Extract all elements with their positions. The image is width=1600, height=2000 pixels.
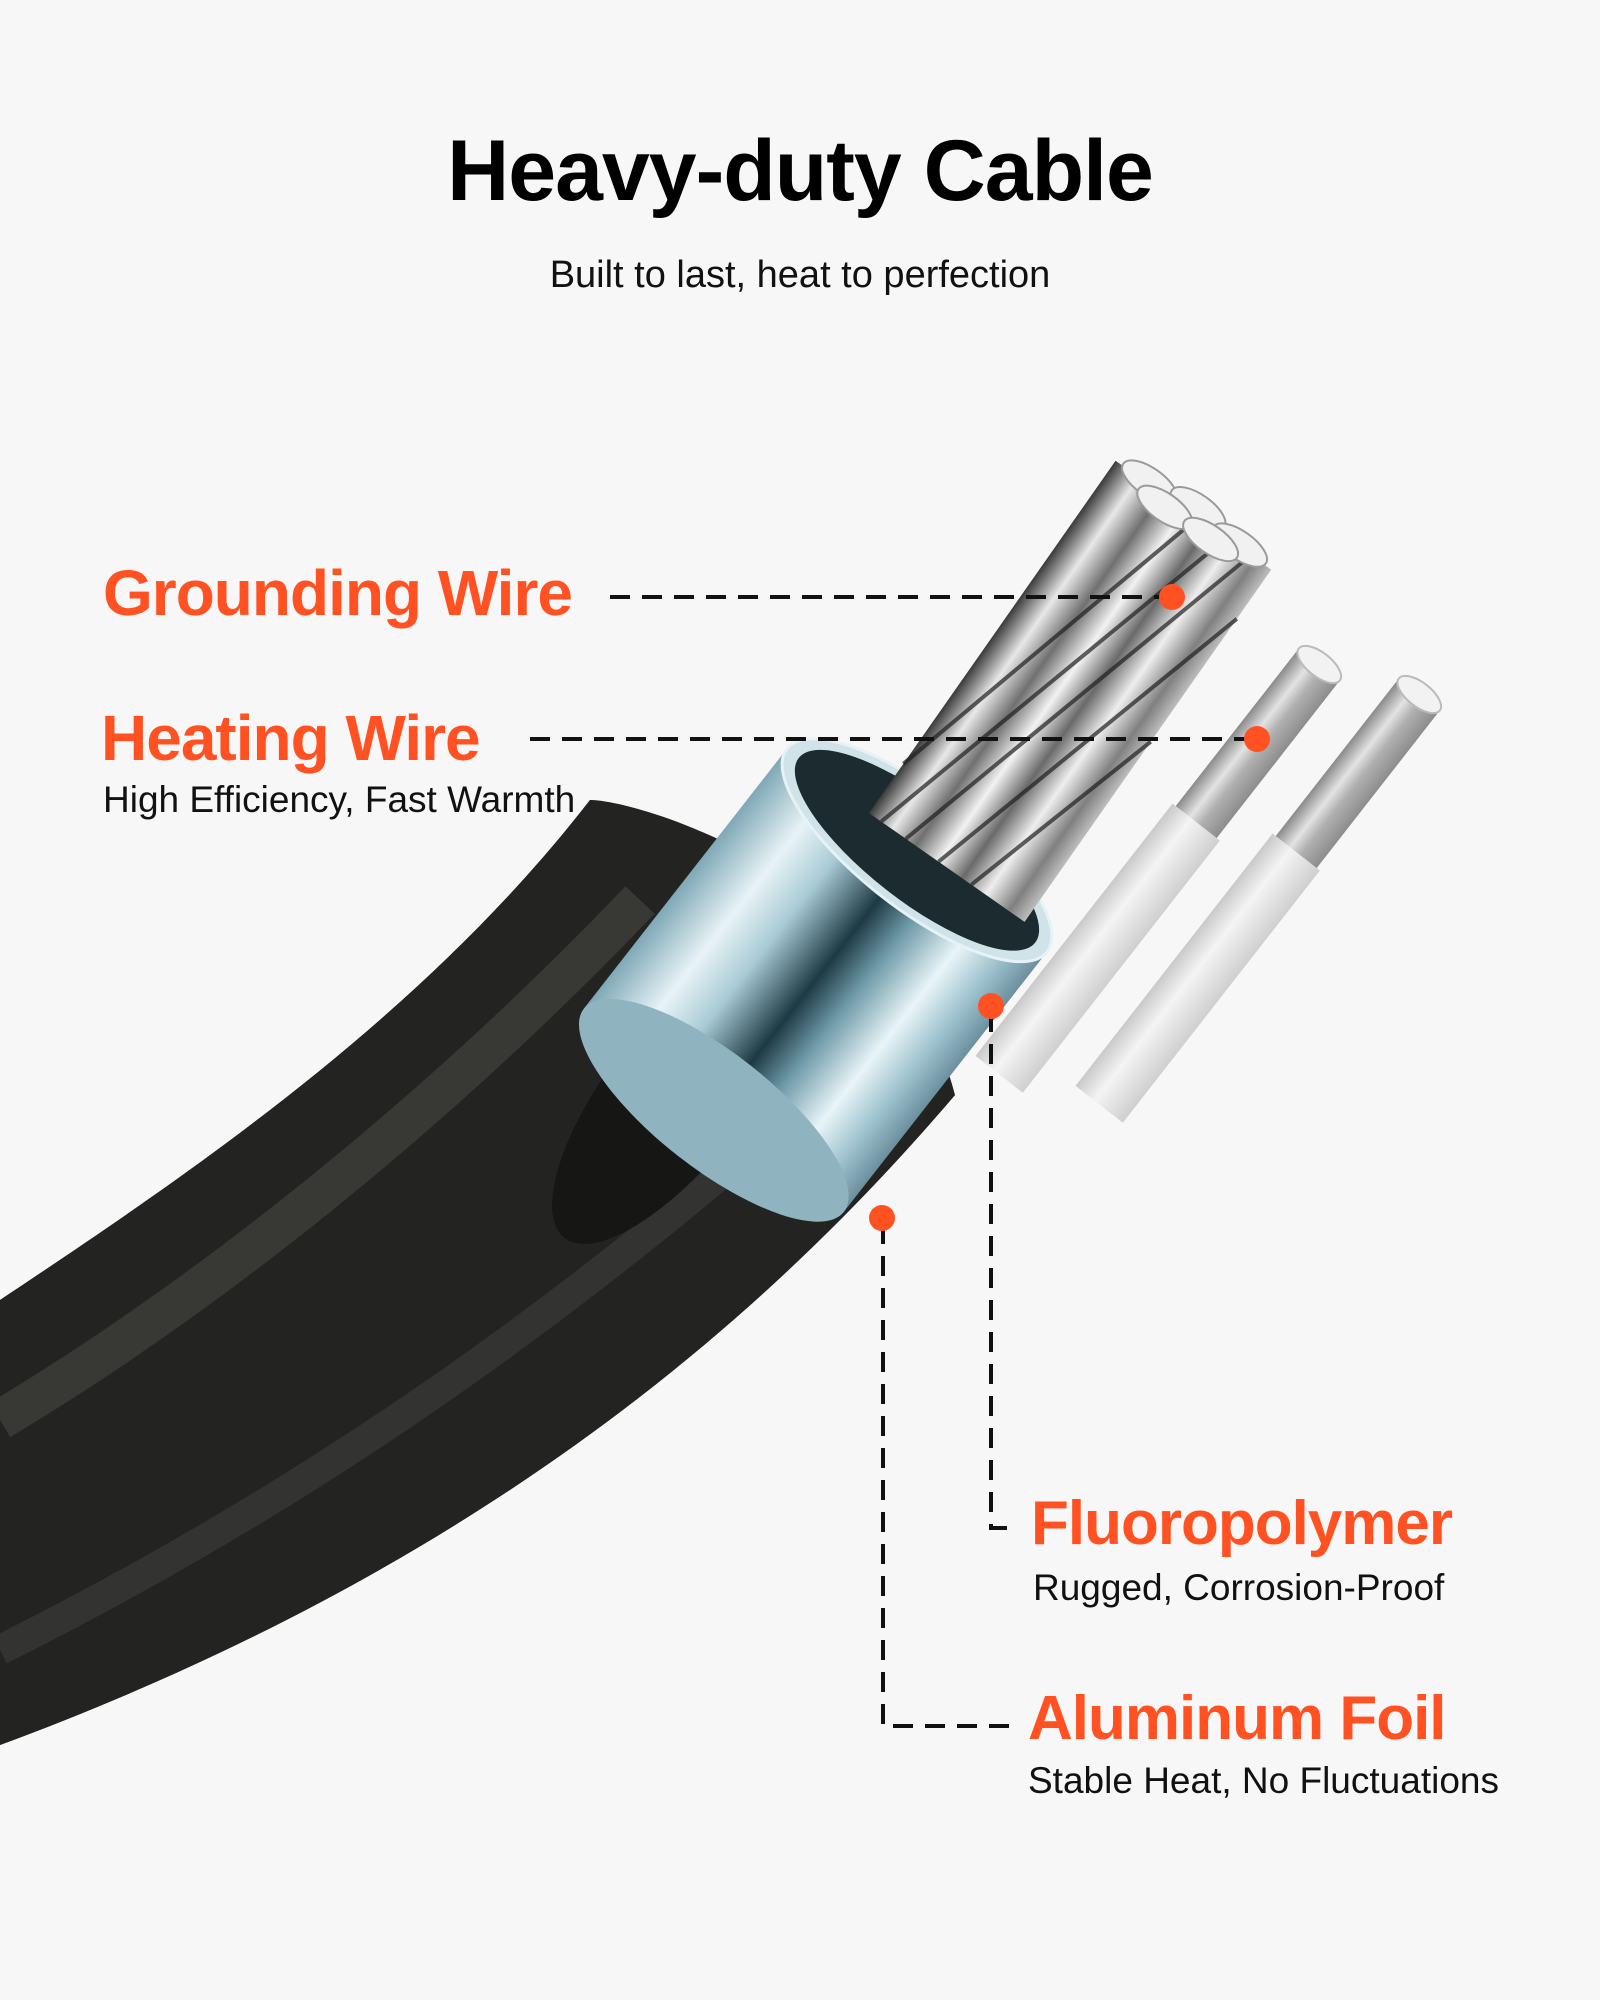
callout-desc-aluminum-foil: Stable Heat, No Fluctuations	[1028, 1760, 1499, 1801]
grounding-marker-dot	[1159, 584, 1185, 610]
page-subtitle: Built to last, heat to perfection	[549, 254, 1051, 296]
page-title: Heavy-duty Cable	[447, 123, 1154, 219]
callout-label-grounding-wire: Grounding Wire	[103, 557, 573, 629]
aluminum-leader-line	[881, 1224, 1010, 1728]
fluoropolymer-marker-dot	[978, 993, 1004, 1019]
callout-desc-fluoropolymer: Rugged, Corrosion-Proof	[1033, 1567, 1445, 1608]
aluminum-marker-dot	[869, 1205, 895, 1231]
callout-label-fluoropolymer: Fluoropolymer	[1031, 1489, 1453, 1558]
heating-marker-dot	[1244, 726, 1270, 752]
callout-desc-heating-wire: High Efficiency, Fast Warmth	[103, 779, 576, 820]
callout-label-aluminum-foil: Aluminum Foil	[1028, 1684, 1447, 1753]
callout-label-heating-wire: Heating Wire	[101, 702, 481, 774]
fluoropolymer-leader-line	[989, 1012, 1016, 1530]
